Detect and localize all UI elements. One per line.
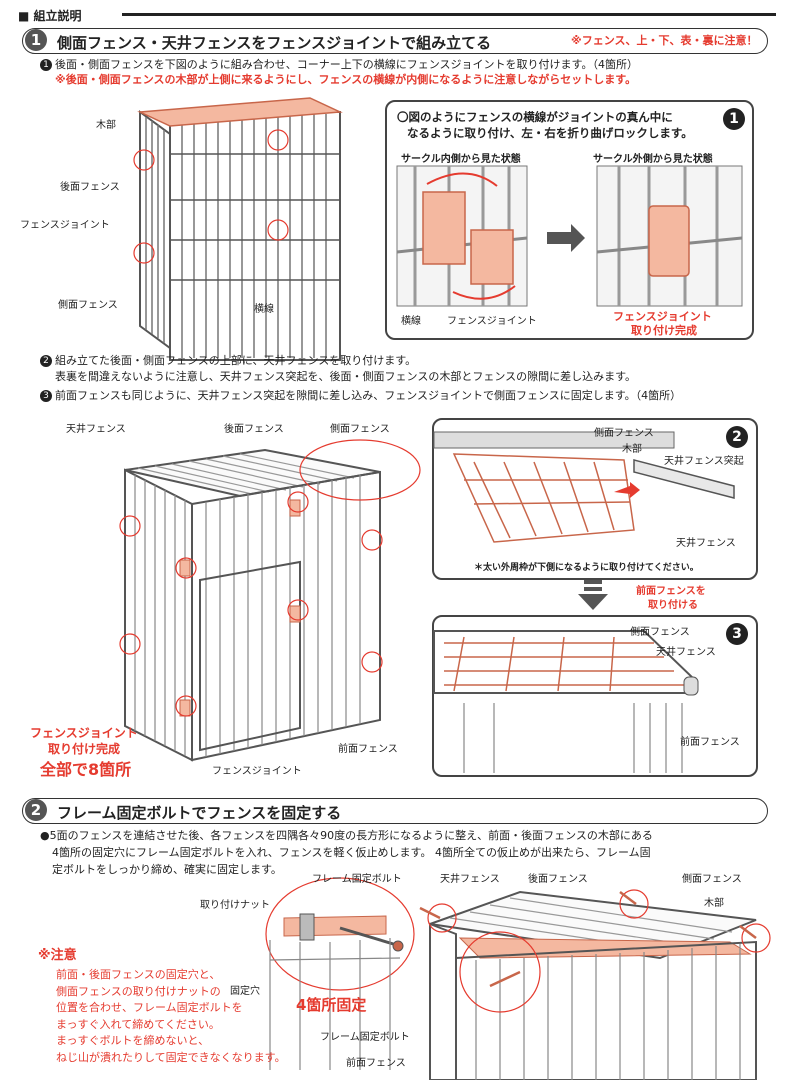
- caution-line: 前面・後面フェンスの固定穴と、: [56, 968, 221, 981]
- cage-label-ceiling: 天井フェンス: [66, 424, 126, 435]
- label-four-places: 4箇所固定: [296, 996, 367, 1014]
- lshape-label-side: 側面フェンス: [58, 300, 118, 311]
- panel3-front-attach: 3 側面フェンス 天井フェンス 前面フェンス: [432, 615, 758, 777]
- bolt-closeup-drawing: [265, 877, 415, 1070]
- arrow-label-line2: 取り付ける: [648, 600, 698, 611]
- caution-line: ねじ山が潰れたりして固定できなくなります。: [56, 1050, 286, 1064]
- section1-title: 側面フェンス・天井フェンスをフェンスジョイントで組み立てる: [57, 34, 492, 52]
- panel1-desc-line1: 〇図のようにフェンスの横線がジョイントの真ん中に: [397, 110, 673, 124]
- lshape-label-horizontal: 横線: [254, 304, 274, 315]
- caution-title: ※注意: [38, 948, 77, 963]
- panel1-number: 1: [723, 108, 745, 130]
- panel3-label-front: 前面フェンス: [680, 737, 740, 748]
- step2-number: 2: [40, 355, 52, 367]
- caution-line: まっすぐボルトを締めないと、: [56, 1034, 210, 1047]
- caution-line: 側面フェンスの取り付けナットの: [56, 984, 221, 998]
- panel3-label-ceiling: 天井フェンス: [656, 647, 716, 658]
- step2-body1: 組み立てた後面・側面フェンスの上部に、天井フェンスを取り付けます。: [55, 354, 417, 367]
- step1-warning: ※後面・側面フェンスの木部が上側に来るようにし、フェンスの横線が内側になるように…: [55, 73, 637, 86]
- arrow-label-line1: 前面フェンスを: [636, 586, 706, 597]
- label-side: 側面フェンス: [682, 874, 742, 885]
- cage-done-line1: フェンスジョイント: [30, 726, 138, 740]
- cage-label-back: 後面フェンス: [224, 424, 284, 435]
- panel3-label-side: 側面フェンス: [630, 627, 690, 638]
- figure1-lshape: 木部 後面フェンス フェンスジョイント 側面フェンス 横線: [10, 90, 370, 361]
- section2-title: フレーム固定ボルトでフェンスを固定する: [57, 804, 342, 822]
- bolt-cage-drawing: [419, 889, 771, 1080]
- bolt-cage-figure: 天井フェンス 後面フェンス 側面フェンス 木部: [419, 868, 790, 1080]
- page-header: ■ 組立説明: [10, 4, 806, 23]
- step1-body: 後面・側面フェンスを下図のように組み合わせ、コーナー上下の横線にフェンスジョイン…: [55, 58, 638, 71]
- caution-line: まっすぐ入れて締めてください。: [56, 1017, 220, 1031]
- cage-drawing: [119, 439, 421, 762]
- panel1-done-line1: フェンスジョイント: [613, 310, 712, 323]
- lshape-label-joint: フェンスジョイント: [20, 220, 110, 231]
- panel2-drawing: [433, 431, 735, 543]
- label-bolt-top: フレーム固定ボルト: [312, 874, 402, 885]
- panel1-joint-detail: 1 〇図のようにフェンスの横線がジョイントの真ん中に なるように取り付け、左・右…: [385, 100, 754, 340]
- panel2-label-wood: 木部: [622, 444, 642, 455]
- section2-number: 2: [25, 799, 47, 821]
- panel1-label-inside: サークル内側から見た状態: [401, 154, 521, 165]
- label-back: 後面フェンス: [528, 874, 588, 885]
- panel1-label-outside: サークル外側から見た状態: [593, 154, 713, 165]
- section2-text-line2: 4箇所の固定穴にフレーム固定ボルトを入れ、フェンスを軽く仮止めします。 4箇所全…: [52, 846, 651, 859]
- panel3-number: 3: [726, 623, 748, 645]
- down-arrow-icon: [578, 580, 608, 610]
- panel1-done-line2: 取り付け完成: [631, 324, 697, 337]
- label-hole: 固定穴: [230, 986, 260, 997]
- caution-block: ※注意 前面・後面フェンスの固定穴と、側面フェンスの取り付けナットの位置を合わせ…: [38, 944, 298, 1066]
- section2-text-line1: ●5面のフェンスを連結させた後、各フェンスを四隅各々90度の長方形になるように整…: [40, 829, 653, 842]
- step2-line2: 表裏を間違えないように注意し、天井フェンス突起を、後面・側面フェンスの木部とフェ…: [55, 370, 637, 383]
- section2-text-line3: 定ボルトをしっかり締め、確実に固定します。: [52, 863, 282, 876]
- step1-number: 1: [40, 59, 52, 71]
- panel1-desc-line2: なるように取り付け、左・右を折り曲げロックします。: [407, 126, 693, 140]
- section1-note: ※フェンス、上・下、表・裏に注意！: [571, 34, 758, 47]
- cage-label-joint: フェンスジョイント: [212, 766, 302, 777]
- panel2-ceiling-insert: 2 側面フェンス 木部 天井フェンス突起 天井フェンス ＊太い外周枠が下側になる…: [432, 418, 758, 580]
- label-front: 前面フェンス: [346, 1058, 406, 1069]
- figure2-cage: 天井フェンス 後面フェンス 側面フェンス 前面フェンス フェンスジョイント フェ…: [20, 410, 421, 785]
- step3-number: 3: [40, 390, 52, 402]
- panel2-label-protrusion: 天井フェンス突起: [664, 456, 744, 467]
- header-title: ■ 組立説明: [18, 9, 82, 23]
- cage-label-side: 側面フェンス: [330, 424, 390, 435]
- section1-number: 1: [25, 29, 47, 51]
- caution-line: 位置を合わせ、フレーム固定ボルトを: [56, 1001, 243, 1014]
- cage-label-front: 前面フェンス: [338, 744, 398, 755]
- label-bolt-bottom: フレーム固定ボルト: [320, 1032, 410, 1043]
- label-ceiling: 天井フェンス: [440, 874, 500, 885]
- caution-lines: 前面・後面フェンスの固定穴と、側面フェンスの取り付けナットの位置を合わせ、フレー…: [56, 967, 298, 1066]
- cage-done-total: 全部で8箇所: [40, 760, 132, 779]
- panel1-label-joint: フェンスジョイント: [447, 316, 537, 327]
- lshape-label-wood: 木部: [96, 120, 116, 131]
- header-rule: [122, 13, 776, 16]
- section2-header: 2 フレーム固定ボルトでフェンスを固定する: [22, 798, 768, 824]
- section1-header: 1 側面フェンス・天井フェンスをフェンスジョイントで組み立てる ※フェンス、上・…: [22, 28, 768, 54]
- panel2-number: 2: [726, 426, 748, 448]
- lshape-label-back: 後面フェンス: [60, 182, 120, 193]
- panel2-note: ＊太い外周枠が下側になるように取り付けてください。: [474, 563, 699, 573]
- label-wood: 木部: [704, 898, 724, 909]
- panel3-drawing: [433, 630, 699, 773]
- panel2-label-ceiling: 天井フェンス: [676, 538, 736, 549]
- panel1-label-horizontal: 横線: [401, 316, 421, 327]
- lshape-drawing: [133, 97, 343, 361]
- label-nut: 取り付けナット: [200, 900, 270, 911]
- panel2-label-side: 側面フェンス: [594, 428, 654, 439]
- step3-body: 前面フェンスも同じように、天井フェンス突起を隙間に差し込み、フェンスジョイントで…: [55, 389, 682, 402]
- bolt-closeup-figure: フレーム固定ボルト 取り付けナット 固定穴 4箇所固定 フレーム固定ボルト 前面…: [200, 870, 420, 1080]
- cage-done-line2: 取り付け完成: [48, 742, 121, 756]
- panel1-drawing: [396, 165, 743, 307]
